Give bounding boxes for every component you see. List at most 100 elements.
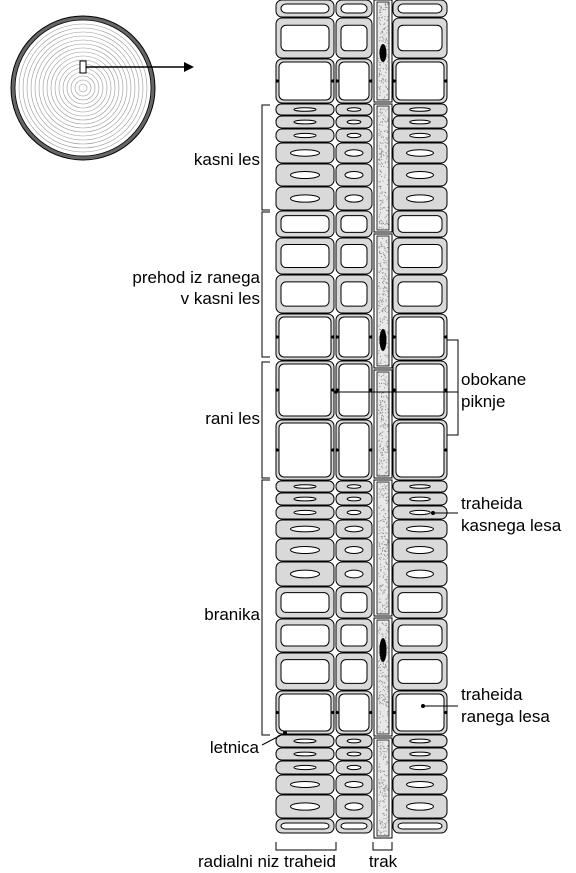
tracheid-cell xyxy=(275,538,335,562)
growth-ring-line xyxy=(70,75,96,101)
tracheid-cell xyxy=(392,734,448,748)
tracheid-cell xyxy=(392,0,448,18)
tracheid-cell xyxy=(335,0,373,18)
tracheid-cell xyxy=(275,142,335,164)
tracheid-cell xyxy=(392,747,448,761)
label-earlywood-tracheid-line1: traheida xyxy=(461,685,523,704)
tracheid-cell xyxy=(275,747,335,761)
left-brackets xyxy=(261,104,270,736)
label-earlywood-tracheid-line2: ranega lesa xyxy=(461,707,550,726)
growth-ring-line xyxy=(46,51,120,125)
tracheid-cell xyxy=(392,760,448,775)
tracheid-cell xyxy=(335,747,373,761)
tracheid-cell xyxy=(392,419,448,481)
label-bordered-pits-line2: piknje xyxy=(461,392,505,411)
label-early-wood: rani les xyxy=(205,409,260,428)
tracheid-cell xyxy=(275,237,335,275)
label-transition-line1: prehod iz ranega xyxy=(132,268,260,287)
tracheid-cell xyxy=(392,519,448,539)
growth-ring-line xyxy=(54,59,112,117)
tracheid-cell xyxy=(335,419,373,481)
tracheid-cell xyxy=(275,0,335,18)
tracheid-cell xyxy=(275,480,335,493)
tracheid-cell xyxy=(392,480,448,493)
tracheid-cell xyxy=(335,734,373,748)
tracheid-cell xyxy=(335,163,373,187)
label-transition-line2: v kasni les xyxy=(181,289,260,308)
tracheid-cell xyxy=(335,519,373,539)
ray-cell xyxy=(373,479,393,617)
tracheid-cell xyxy=(392,538,448,562)
growth-ring-line xyxy=(74,79,92,97)
tracheid-cell xyxy=(335,128,373,143)
tracheid-cell xyxy=(335,480,373,493)
tracheid-cell xyxy=(335,142,373,164)
tracheid-cell xyxy=(275,505,335,520)
tracheid-cell xyxy=(335,690,373,735)
ray-nucleus xyxy=(379,44,387,62)
tracheid-cell xyxy=(335,505,373,520)
tracheid-cell xyxy=(275,690,335,735)
tracheid-cell xyxy=(275,774,335,795)
tracheid-rows xyxy=(275,0,448,834)
tracheid-cell xyxy=(392,210,448,238)
ray-nucleus xyxy=(379,329,387,351)
ray-cell xyxy=(373,617,393,737)
tracheid-cell xyxy=(335,186,373,211)
label-ring-boundary: letnica xyxy=(210,738,260,757)
bottom-brackets xyxy=(275,842,393,851)
tracheid-cell xyxy=(275,586,335,619)
tracheid-cell xyxy=(392,492,448,506)
wood-disc xyxy=(14,19,152,157)
bracket-early-wood xyxy=(261,361,270,479)
tracheid-cell xyxy=(275,652,335,691)
tracheid-cell xyxy=(392,128,448,143)
sample-marker xyxy=(79,60,87,74)
tracheid-cell xyxy=(392,274,448,314)
growth-ring-line xyxy=(34,39,132,137)
label-ray: trak xyxy=(369,852,398,871)
growth-ring-line xyxy=(18,23,148,153)
ray-cell xyxy=(373,233,393,369)
tracheid-cell xyxy=(335,274,373,314)
tracheid-cell xyxy=(275,360,335,420)
label-late-wood: kasni les xyxy=(194,150,260,169)
tracheid-cell xyxy=(275,274,335,314)
tracheid-cell xyxy=(392,586,448,619)
growth-ring-line xyxy=(50,55,116,121)
tracheid-cell xyxy=(392,313,448,361)
tracheid-cell xyxy=(275,128,335,143)
tracheid-cell xyxy=(335,774,373,795)
bracket-radial-row xyxy=(275,842,337,851)
tracheid-cell xyxy=(392,360,448,420)
tracheid-cell xyxy=(335,492,373,506)
label-growth-ring: branika xyxy=(204,605,260,624)
label-latewood-tracheid-line2: kasnega lesa xyxy=(461,516,562,535)
tracheid-cell xyxy=(392,774,448,795)
zoom-arrow-head xyxy=(184,62,194,72)
tracheid-cell xyxy=(392,818,448,834)
tracheid-cell xyxy=(335,115,373,129)
growth-ring-line xyxy=(42,47,124,129)
tracheid-cell xyxy=(275,17,335,59)
tracheid-cell xyxy=(392,561,448,587)
tracheid-cell xyxy=(392,103,448,116)
tracheid-cell xyxy=(392,142,448,164)
tracheid-cell xyxy=(392,618,448,653)
pointer-ring-boundary xyxy=(261,732,286,746)
ray-cell xyxy=(373,369,393,479)
tracheid-cell xyxy=(335,794,373,819)
tracheid-cell xyxy=(392,186,448,211)
tracheid-cell xyxy=(275,419,335,481)
tracheid-cell xyxy=(335,17,373,59)
tracheid-cell xyxy=(275,103,335,116)
growth-ring-line xyxy=(26,31,140,145)
tracheid-cell xyxy=(335,760,373,775)
tracheid-cell xyxy=(275,163,335,187)
tracheid-cell xyxy=(335,237,373,275)
tracheid-cell xyxy=(275,313,335,361)
tracheid-cell xyxy=(275,760,335,775)
tracheid-cell xyxy=(275,58,335,104)
ray-nucleus xyxy=(379,638,387,662)
